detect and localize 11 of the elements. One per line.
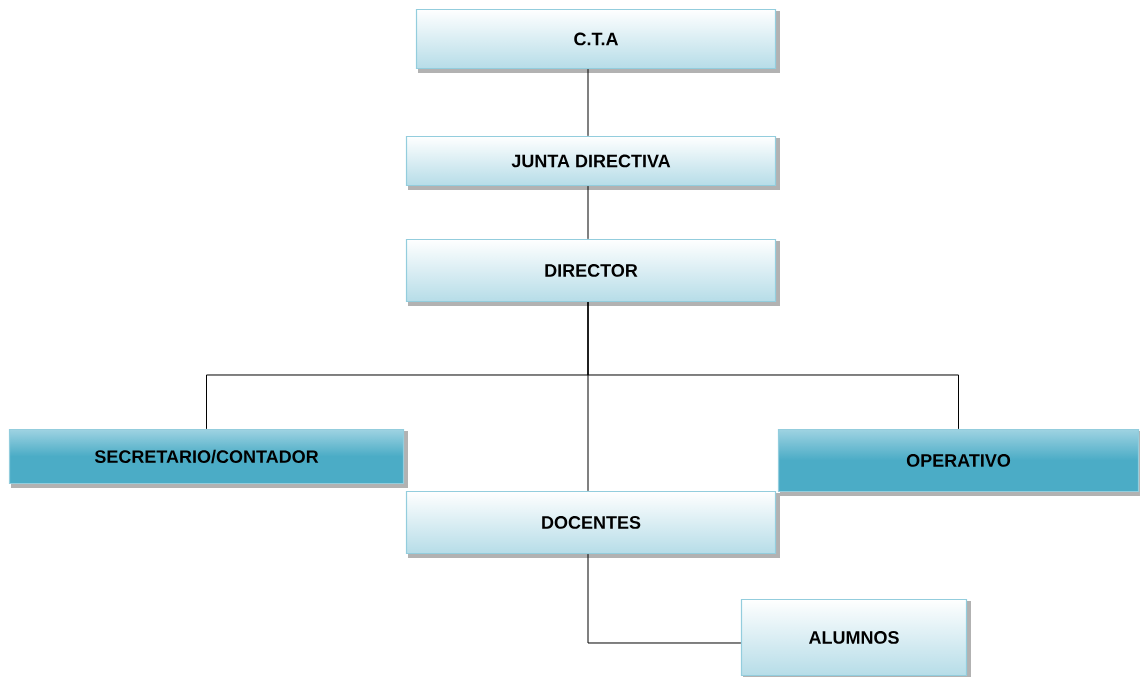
org-box: C.T.A [415,8,780,73]
connector-line [587,68,589,137]
org-box: OPERATIVO [777,428,1140,496]
connector-line [587,301,589,492]
org-box: SECRETARIO/CONTADOR [8,428,408,488]
org-box: JUNTA DIRECTIVA [405,135,780,190]
org-box: ALUMNOS [740,598,971,677]
org-box: DIRECTOR [405,238,780,306]
connector-line [587,185,589,240]
org-box: DOCENTES [405,490,780,558]
connector-line [587,553,742,644]
